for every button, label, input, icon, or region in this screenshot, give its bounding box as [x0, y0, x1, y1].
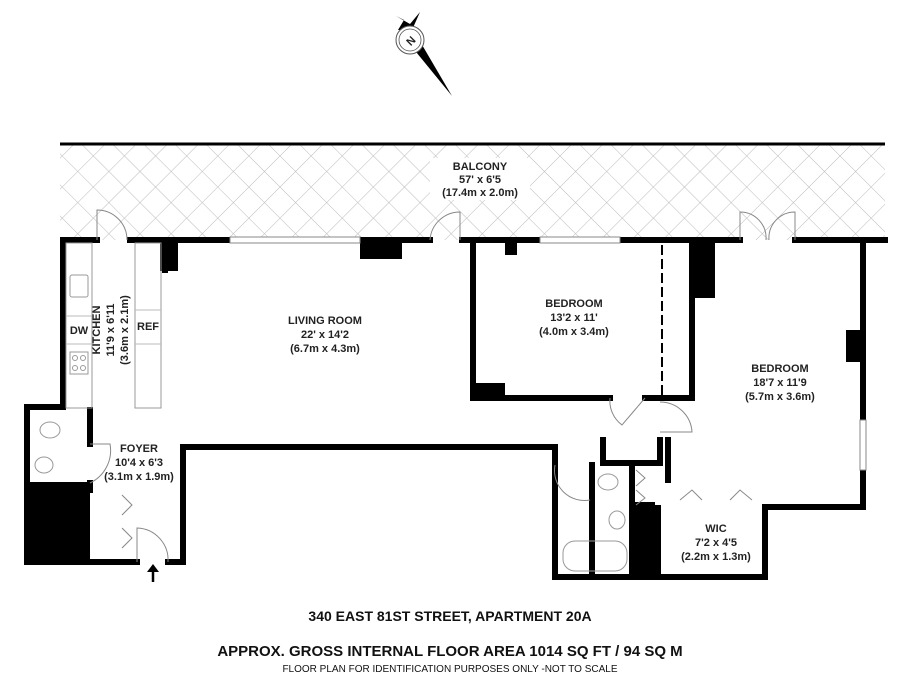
disclaimer: FLOOR PLAN FOR IDENTIFICATION PURPOSES O…: [282, 664, 618, 675]
windows: [229, 236, 867, 471]
stove-icon: [69, 351, 89, 375]
toilet-icon: [597, 473, 619, 491]
bedroom1-dim-m: (4.0m x 3.4m): [539, 326, 609, 338]
walls: [24, 237, 888, 580]
foyer-name: FOYER: [120, 443, 158, 455]
living-room-dim-m: (6.7m x 4.3m): [290, 343, 360, 355]
wic-name: WIC: [705, 523, 726, 535]
ref-label: REF: [137, 321, 159, 333]
bath-sink-icon: [608, 510, 626, 530]
kitchen-dim-ft: 11'9 x 6'11: [105, 304, 117, 357]
address-title: 340 EAST 81ST STREET, APARTMENT 20A: [308, 608, 592, 624]
bath-sink-icon: [34, 456, 54, 474]
kitchen-counters: [65, 242, 162, 409]
sink-icon: [69, 274, 89, 298]
kitchen-name: KITCHEN: [91, 306, 103, 355]
wall-columns: [30, 243, 860, 577]
bedroom2-dim-m: (5.7m x 3.6m): [745, 391, 815, 403]
toilet-icon: [39, 421, 61, 439]
dw-label: DW: [70, 325, 89, 337]
foyer-dim-m: (3.1m x 1.9m): [104, 471, 174, 483]
wic-dim-ft: 7'2 x 4'5: [695, 537, 737, 549]
foyer-dim-ft: 10'4 x 6'3: [115, 457, 163, 469]
balcony-name: BALCONY: [453, 161, 508, 173]
living-room-name: LIVING ROOM: [288, 315, 362, 327]
balcony-dim-ft: 57' x 6'5: [459, 174, 501, 186]
entrance-arrow-icon: [147, 564, 159, 582]
doors: [89, 209, 796, 563]
floor-area: APPROX. GROSS INTERNAL FLOOR AREA 1014 S…: [217, 643, 683, 660]
bedroom1-dim-ft: 13'2 x 11': [550, 312, 598, 324]
balcony-dim-m: (17.4m x 2.0m): [442, 187, 518, 199]
bedroom1-name: BEDROOM: [545, 298, 602, 310]
bathtub-icon: [562, 540, 628, 572]
wic-dim-m: (2.2m x 1.3m): [681, 551, 751, 563]
kitchen-dim-m: (3.6m x 2.1m): [119, 295, 131, 365]
north-compass-icon: N: [395, 12, 452, 96]
bedroom2-dim-ft: 18'7 x 11'9: [753, 377, 807, 389]
living-room-dim-ft: 22' x 14'2: [301, 329, 349, 341]
bedroom2-name: BEDROOM: [751, 363, 808, 375]
